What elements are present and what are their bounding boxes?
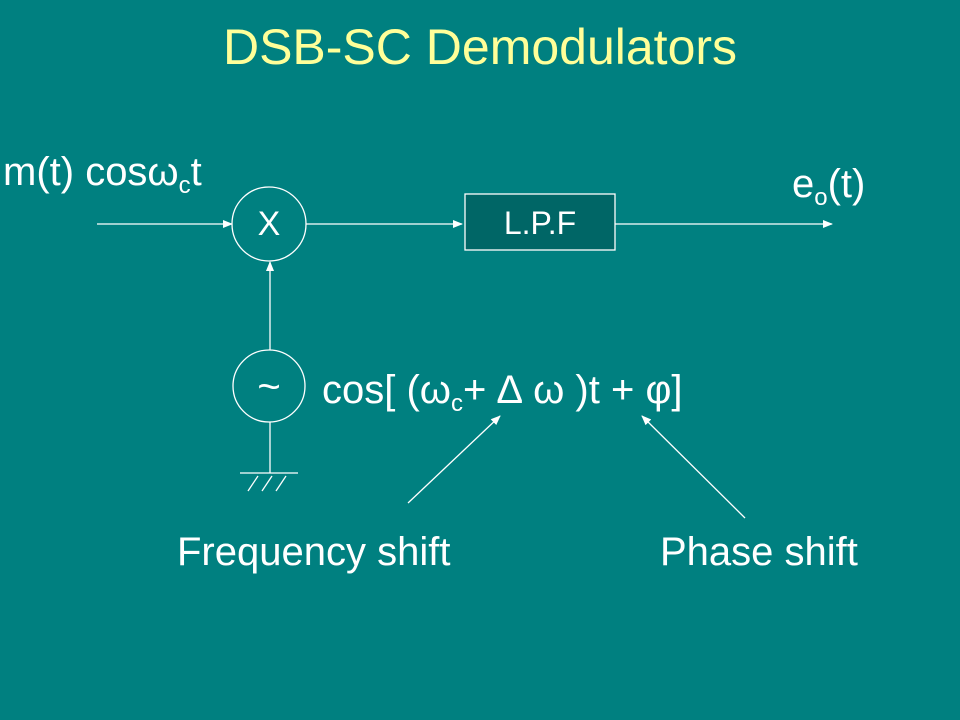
- phase-shift-arrow: [641, 415, 746, 519]
- output-signal-label: eo(t): [792, 162, 866, 211]
- mixer-symbol: X: [257, 205, 281, 243]
- slide-title: DSB-SC Demodulators: [222, 19, 738, 75]
- phase-shift-label: Phase shift: [660, 530, 858, 574]
- frequency-shift-label: Frequency shift: [177, 530, 451, 574]
- frequency-shift-arrow: [407, 415, 501, 504]
- oscillator-signal-label: cos[ (ωc+ ∆ ω )t + φ]: [322, 368, 683, 417]
- lpf-box: [464, 193, 616, 251]
- oscillator-symbol: ~: [257, 365, 281, 409]
- mixer-circle: [231, 186, 307, 262]
- oscillator-circle: [232, 349, 306, 423]
- ground-symbol: [240, 472, 298, 492]
- input-signal-label: m(t) cosωct: [3, 150, 202, 199]
- lpf-label: L.P.F: [503, 205, 577, 241]
